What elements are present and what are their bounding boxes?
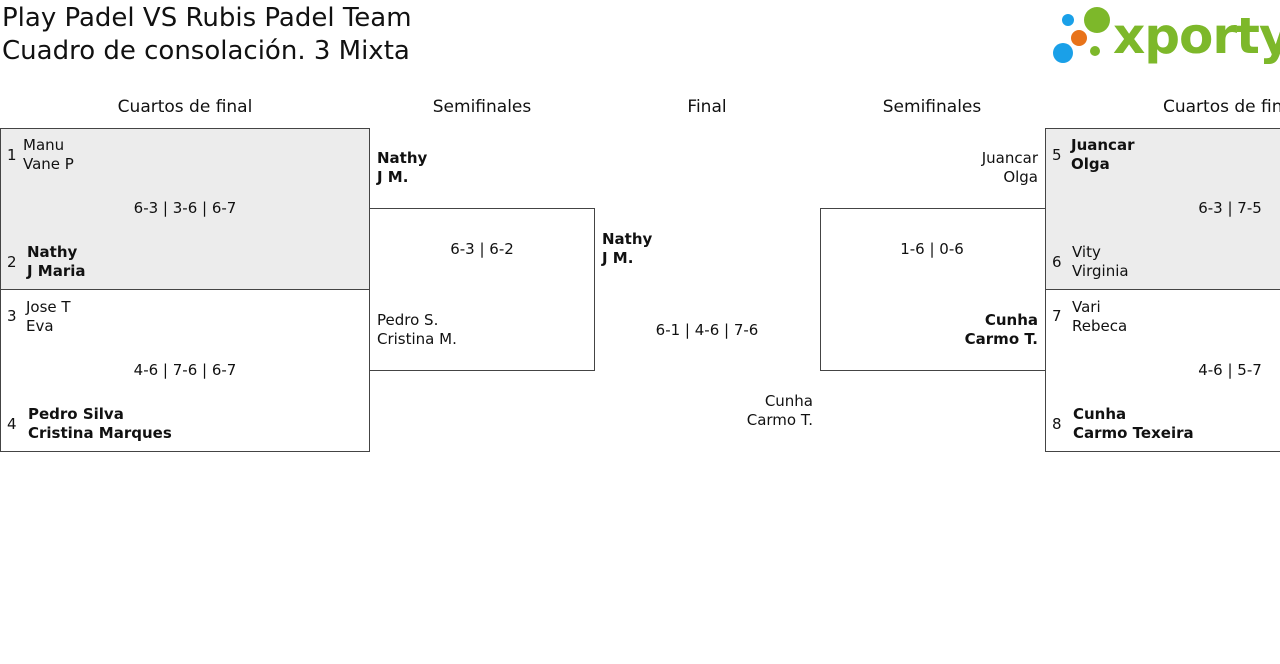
- player-name: Juancar: [1071, 136, 1135, 154]
- player-name: Carmo T.: [964, 330, 1038, 348]
- header-final: Final: [687, 97, 727, 117]
- header-right-quarterfinals: Cuartos de final: [1163, 97, 1280, 117]
- left-sf-bottom-team: Pedro S. Cristina M.: [377, 311, 457, 349]
- right-qf-match-2: [1045, 289, 1280, 452]
- player-name: Juancar: [981, 149, 1038, 167]
- player-name: Virginia: [1072, 262, 1129, 280]
- player-name: Jose T: [26, 298, 71, 316]
- player-name: Vari: [1072, 298, 1101, 316]
- right-sf-top-team: Juancar Olga: [982, 149, 1038, 187]
- left-sf-match: [369, 208, 595, 371]
- player-name: Cunha: [984, 311, 1038, 329]
- player-name: Vane P: [23, 155, 74, 173]
- match-score: 4-6 | 5-7: [1198, 361, 1262, 379]
- player-name: Nathy: [27, 243, 78, 261]
- page-subtitle: Cuadro de consolación. 3 Mixta: [2, 36, 410, 66]
- left-sf-top-team-winner: Nathy J M.: [377, 149, 427, 187]
- player-name: Olga: [1071, 155, 1110, 173]
- header-left-semifinals: Semifinales: [432, 97, 532, 117]
- logo-dot-orange-icon: [1071, 30, 1087, 46]
- player-name: Nathy: [377, 149, 428, 167]
- match-score: 6-3 | 7-5: [1198, 199, 1262, 217]
- seed-number: 6: [1052, 253, 1062, 271]
- seed-number: 2: [7, 253, 17, 271]
- left-qf1-top-team: Manu Vane P: [23, 136, 74, 174]
- player-name: Pedro Silva: [28, 405, 124, 423]
- seed-number: 1: [7, 146, 17, 164]
- right-qf2-bottom-team-winner: Cunha Carmo Texeira: [1073, 405, 1194, 443]
- logo-dot-blue-small-icon: [1062, 14, 1074, 26]
- player-name: J M.: [602, 249, 634, 267]
- match-score: 6-3 | 3-6 | 6-7: [133, 199, 237, 217]
- logo-wordmark: xporty: [1113, 7, 1280, 65]
- player-name: Carmo Texeira: [1073, 424, 1194, 442]
- player-name: Nathy: [602, 230, 653, 248]
- player-name: Manu: [23, 136, 65, 154]
- seed-number: 4: [7, 415, 17, 433]
- header-right-semifinals: Semifinales: [882, 97, 982, 117]
- final-score: 6-1 | 4-6 | 7-6: [655, 321, 759, 339]
- match-score: 1-6 | 0-6: [900, 240, 964, 258]
- player-name: Rebeca: [1072, 317, 1128, 335]
- match-score: 6-3 | 6-2: [450, 240, 514, 258]
- match-score: 4-6 | 7-6 | 6-7: [133, 361, 237, 379]
- final-right-team: Cunha Carmo T.: [747, 392, 813, 430]
- logo-dot-green-small-icon: [1090, 46, 1100, 56]
- final-left-team-winner: Nathy J M.: [602, 230, 652, 268]
- seed-number: 8: [1052, 415, 1062, 433]
- player-name: Pedro S.: [377, 311, 439, 329]
- player-name: Cristina M.: [377, 330, 457, 348]
- left-qf2-bottom-team-winner: Pedro Silva Cristina Marques: [28, 405, 172, 443]
- logo-dot-blue-icon: [1053, 43, 1073, 63]
- logo-dot-green-icon: [1084, 7, 1110, 33]
- player-name: Cristina Marques: [28, 424, 172, 442]
- left-qf-match-1: [0, 128, 370, 290]
- player-name: Eva: [26, 317, 54, 335]
- seed-number: 5: [1052, 146, 1062, 164]
- right-qf1-bottom-team: Vity Virginia: [1072, 243, 1129, 281]
- page-title: Play Padel VS Rubis Padel Team: [2, 3, 412, 33]
- player-name: Olga: [1003, 168, 1038, 186]
- right-qf1-top-team-winner: Juancar Olga: [1071, 136, 1134, 174]
- xporty-logo: [1050, 4, 1276, 72]
- seed-number: 3: [7, 307, 17, 325]
- left-qf2-top-team: Jose T Eva: [26, 298, 71, 336]
- right-sf-bottom-team-winner: Cunha Carmo T.: [965, 311, 1038, 349]
- player-name: Vity: [1072, 243, 1101, 261]
- player-name: J M.: [377, 168, 409, 186]
- header-left-quarterfinals: Cuartos de final: [117, 97, 253, 117]
- left-qf1-bottom-team-winner: Nathy J Maria: [27, 243, 86, 281]
- player-name: Carmo T.: [746, 411, 813, 429]
- right-qf2-top-team: Vari Rebeca: [1072, 298, 1127, 336]
- seed-number: 7: [1052, 307, 1062, 325]
- player-name: Cunha: [1073, 405, 1127, 423]
- player-name: J Maria: [27, 262, 86, 280]
- player-name: Cunha: [764, 392, 813, 410]
